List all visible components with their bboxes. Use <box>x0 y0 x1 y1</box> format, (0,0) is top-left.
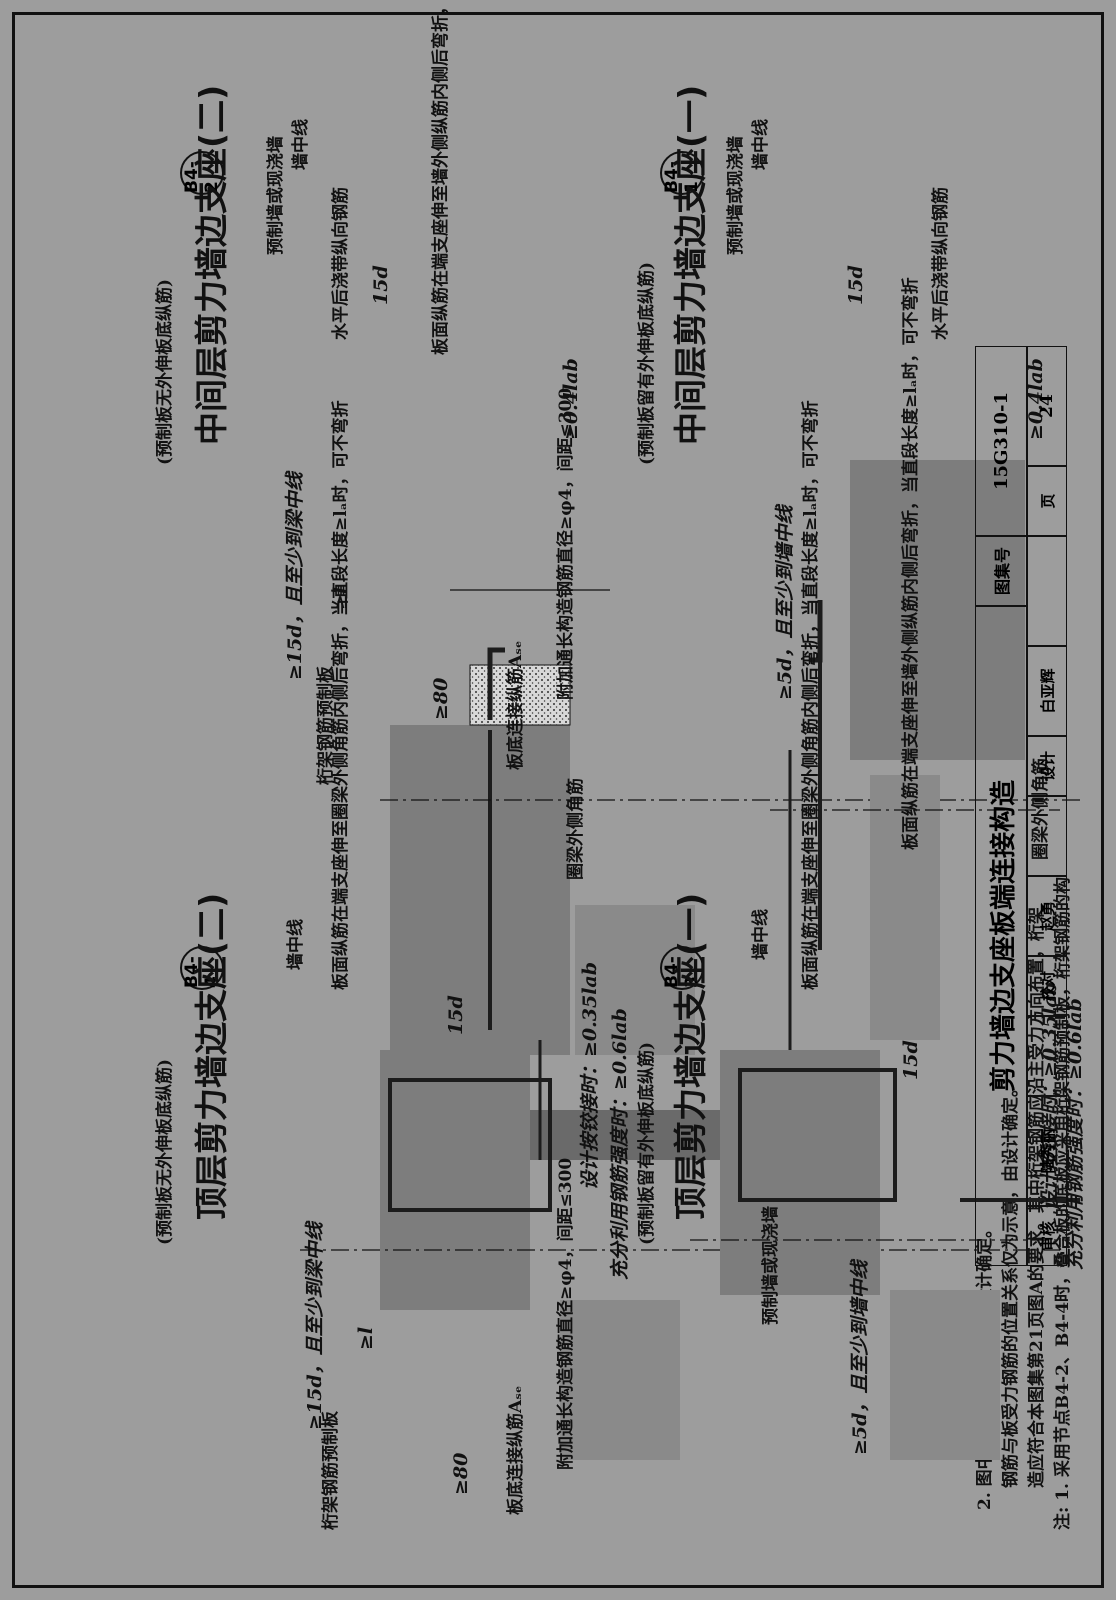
atlas-label: 图集号 <box>975 536 1027 606</box>
b41-label-top: 板面纵筋在端支座伸至墙外侧纵筋内侧后弯折，当直段长度≥lₐ时，可不弯折 <box>901 277 921 850</box>
b44-dim-l: ≥l <box>355 1326 377 1350</box>
b42-slab-precast <box>870 775 940 1040</box>
b43-label-top: 板面纵筋在端支座伸至圈梁外侧角筋内侧后弯折，当直段长度≥lₐ时，可不弯折 <box>801 400 821 990</box>
b41-grout-joint <box>469 664 571 726</box>
reviewer-name: 陆秀丽 <box>1027 1096 1067 1206</box>
b44-dim-035lab: 设计按铰接时：≥0.35lab <box>579 961 601 1190</box>
b42-dim-15d-mid: ≥15d，且至少到梁中线 <box>284 472 306 680</box>
review-label: 审核 <box>1027 1206 1067 1266</box>
b44-subtitle: (预制板无外伸板底纵筋) <box>155 1058 175 1245</box>
b43-subtitle: (预制板留有外伸板底纵筋) <box>637 1041 657 1245</box>
b44-label-sd: 板底连接纵筋Aₛₑ <box>506 1385 526 1515</box>
b42-label-top: 板面纵筋在端支座伸至墙外侧纵筋内侧后弯折，当直段长度≥lₐ时，可不弯折 <box>431 0 451 355</box>
title-block: 剪力墙边支座板端连接构造 图集号 15G310-1 审核 陆秀丽 校对 赵勇 设… <box>975 46 1105 1566</box>
b43-title: 顶层剪力墙边支座(一) <box>671 892 710 1220</box>
atlas-number: 15G310-1 <box>975 346 1027 536</box>
b43-label-wall: 预制墙或现浇墙 <box>761 1206 781 1325</box>
b43-ring-beam-stirrup <box>388 1078 552 1212</box>
b43-dim-5d: ≥5d，且至少到墙中线 <box>849 1260 871 1455</box>
b42-label-wall: 预制墙或现浇墙 <box>266 136 286 255</box>
b44-dim-15d: 15d <box>445 995 467 1035</box>
b42-subtitle: (预制板无外伸板底纵筋) <box>155 278 175 465</box>
detail-b43-drawing <box>300 1050 1080 1460</box>
b42-label-axis: 墙中线 <box>291 119 311 170</box>
checker-name: 赵勇 <box>1027 876 1067 956</box>
designer-name: 白亚辉 <box>1027 646 1067 736</box>
title-block-title: 剪力墙边支座板端连接构造 <box>975 606 1027 1266</box>
b41-label-axis: 墙中线 <box>751 119 771 170</box>
b41-top-bar <box>487 647 505 720</box>
b44-slab-precast <box>890 1290 1000 1460</box>
b44-wall-section <box>720 1050 880 1295</box>
b41-title: 中间层剪力墙边支座(一) <box>671 84 710 445</box>
checker-signature <box>1027 796 1067 876</box>
detail-b42-drawing <box>770 460 1060 1050</box>
b42-wall-section <box>850 460 1025 760</box>
b44-label-top: 板面纵筋在端支座伸至圈梁外侧角筋内侧后弯折，当直段长度≥lₐ时，可不弯折 <box>331 400 351 990</box>
reviewer-signature <box>1027 1016 1067 1096</box>
detail-b44-drawing <box>690 1050 1070 1460</box>
b43-wall-section <box>380 1050 530 1310</box>
b41-wall-section <box>390 725 570 1055</box>
b41-label-wall: 预制墙或现浇墙 <box>726 136 746 255</box>
b42-label-sd: 板底连接纵筋Aₛₑ <box>506 640 526 770</box>
b43-dim-15d: 15d <box>900 1040 922 1080</box>
b43-slab-precast <box>560 1300 680 1460</box>
b41-dim-5d: ≥5d，且至少到墙中线 <box>774 505 796 700</box>
b41-slab-precast <box>470 1110 760 1160</box>
b41-wall-lower <box>575 905 695 1055</box>
b43-label-axis: 墙中线 <box>751 909 771 960</box>
b42-label-additional: 附加通长构造钢筋直径≥φ4，间距≤300 <box>556 387 576 700</box>
design-label: 设计 <box>1027 736 1067 796</box>
b44-label-truss: 桁架钢筋预制板 <box>321 1411 341 1530</box>
b42-dim-15d: 15d <box>370 265 392 305</box>
b42-title: 中间层剪力墙边支座(二) <box>192 84 231 445</box>
b44-dim-80: ≥80 <box>450 1452 472 1495</box>
page-number: 24 <box>1027 346 1067 466</box>
b44-dim-15d-mid: ≥15d，且至少到梁中线 <box>304 1222 326 1430</box>
b44-label-corner: 圈梁外侧角筋 <box>566 778 586 880</box>
b41-label-rebar: 水平后浇带纵向钢筋 <box>931 187 951 340</box>
b44-ring-beam-stirrup <box>738 1068 897 1202</box>
designer-signature <box>1027 536 1067 646</box>
b41-subtitle: (预制板留有外伸板底纵筋) <box>637 261 657 465</box>
drawing-frame <box>12 12 1104 1588</box>
b44-label-axis: 墙中线 <box>286 919 306 970</box>
page-label: 页 <box>1027 466 1067 536</box>
b42-label-rebar: 水平后浇带纵向钢筋 <box>331 187 351 340</box>
b42-dim-80: ≥80 <box>430 677 452 720</box>
check-label: 校对 <box>1027 956 1067 1016</box>
b44-title: 顶层剪力墙边支座(二) <box>192 892 231 1220</box>
detail-b41-drawing <box>380 589 1080 1160</box>
b41-dim-15d: 15d <box>845 265 867 305</box>
b44-label-additional: 附加通长构造钢筋直径≥φ4，间距≤300 <box>556 1157 576 1470</box>
b44-dim-06lab: 充分利用钢筋强度时：≥0.6lab <box>609 1008 631 1280</box>
